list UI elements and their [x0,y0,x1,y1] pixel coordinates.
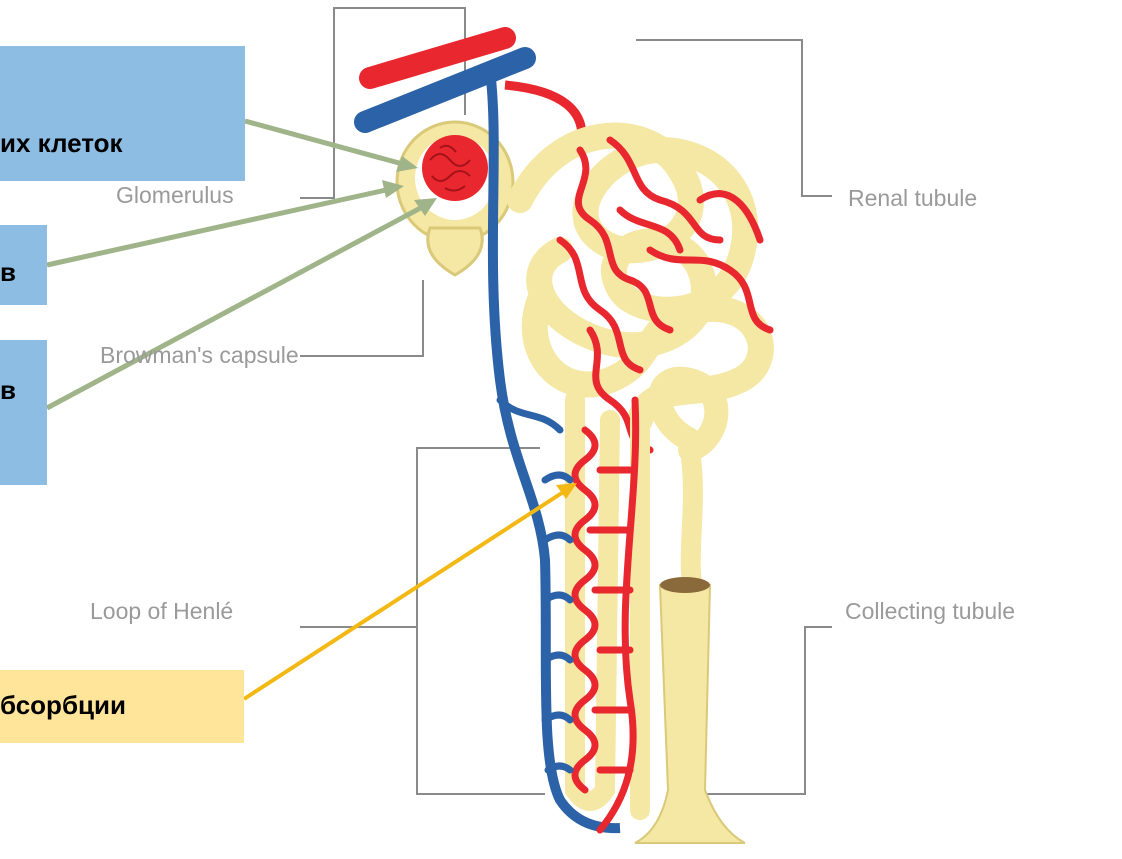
callout-box-2-text: в [0,257,16,288]
glomerulus-shape [422,135,488,201]
label-glomerulus: Glomerulus [116,182,234,209]
label-collecting-tubule: Collecting tubule [845,598,1015,625]
arrow-green-1 [245,121,410,166]
callout-box-4: бсорбции [0,670,244,743]
label-renal-tubule: Renal tubule [848,185,977,212]
arrow-gold [244,489,568,699]
label-loop-of-henle: Loop of Henlé [90,598,233,625]
label-bowmans-capsule: Browman's capsule [100,342,299,369]
callout-box-2: в [0,225,47,305]
callout-box-3-text: в [0,375,16,406]
arrow-green-3 [47,204,428,408]
callout-box-1: их клеток [0,46,245,181]
callout-box-1-text: их клеток [0,128,123,159]
callout-box-4-text: бсорбции [0,690,126,721]
venous-ladder [500,400,570,770]
collecting-tubule-shape [635,577,745,843]
callout-box-3: в [0,340,47,485]
